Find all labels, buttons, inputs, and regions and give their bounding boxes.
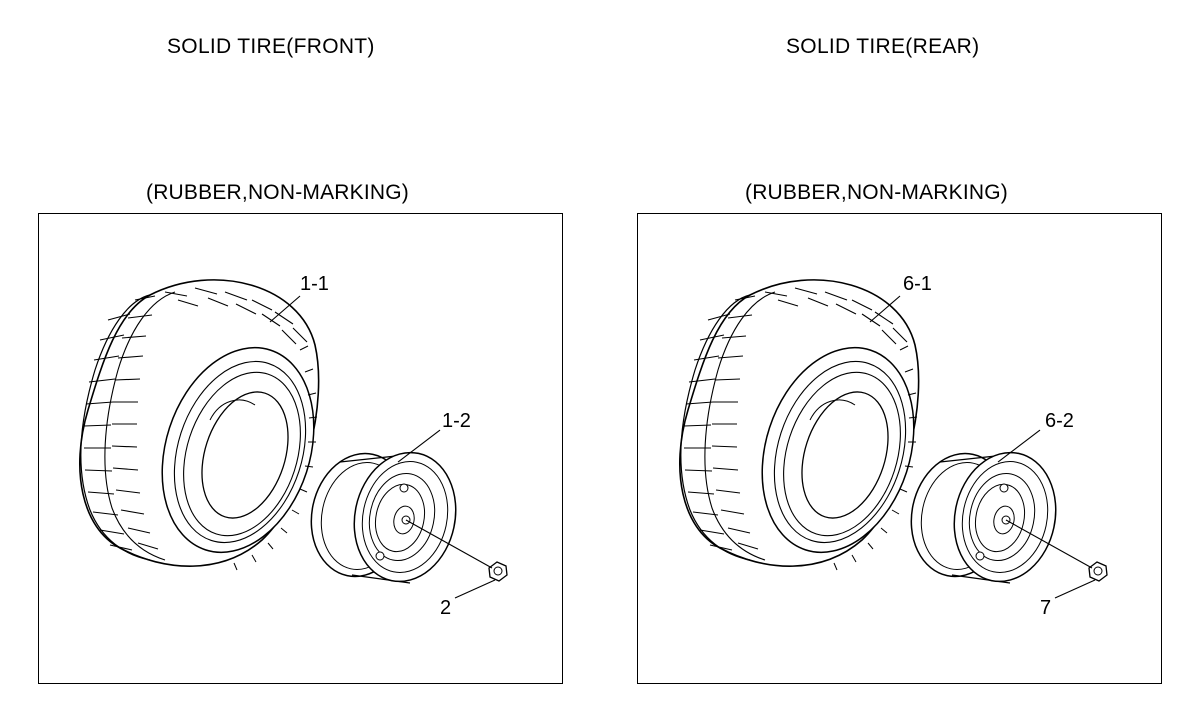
rear-leader-lines <box>869 295 1096 599</box>
rear-rim-icon <box>899 442 1069 592</box>
rear-nut-icon <box>1088 561 1108 582</box>
rear-tire-callout: 6-1 <box>903 273 932 295</box>
front-rim-callout: 1-2 <box>442 410 471 432</box>
rear-nut-callout: 7 <box>1040 597 1052 619</box>
front-nut-icon <box>488 561 508 582</box>
front-tire-callout: 1-1 <box>300 273 329 295</box>
front-nut-callout: 2 <box>440 597 452 619</box>
front-rim-icon <box>299 442 469 592</box>
front-tire-icon <box>78 279 340 573</box>
rear-subtitle: (RUBBER,NON-MARKING) <box>745 181 1009 204</box>
rear-title: SOLID TIRE(REAR) <box>786 35 980 58</box>
front-title: SOLID TIRE(FRONT) <box>167 35 375 58</box>
rear-tire-icon <box>678 279 940 573</box>
front-subtitle: (RUBBER,NON-MARKING) <box>146 181 410 204</box>
front-leader-lines <box>269 295 496 599</box>
rear-rim-callout: 6-2 <box>1045 410 1074 432</box>
